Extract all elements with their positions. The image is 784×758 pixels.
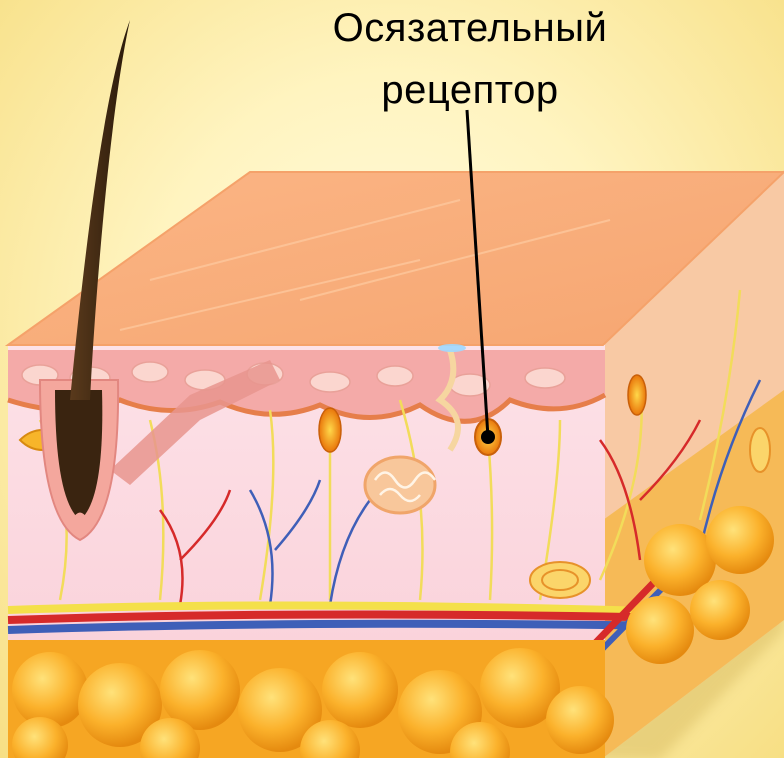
receptor-label-line-1: Осязательный xyxy=(300,3,640,53)
label-pointer-dot xyxy=(481,430,495,444)
receptor-label-line-2: рецептор xyxy=(300,65,640,115)
